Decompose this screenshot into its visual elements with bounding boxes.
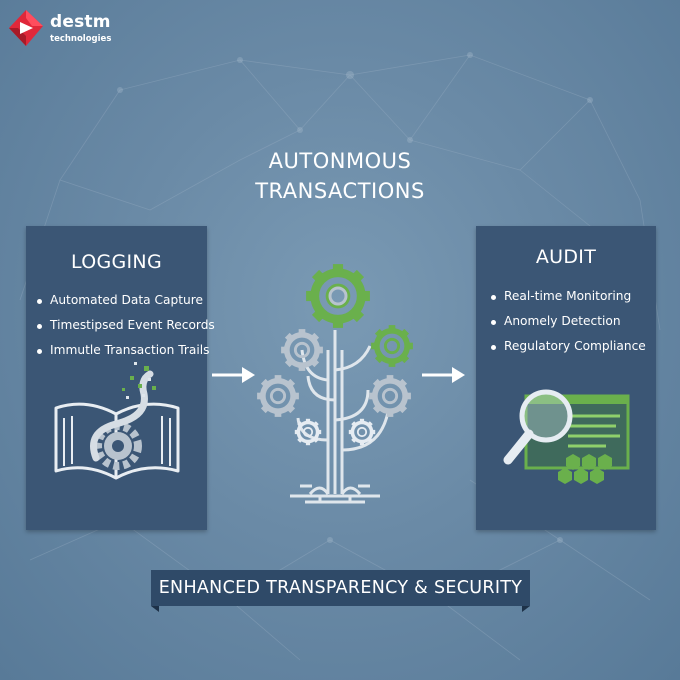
logging-title: LOGGING <box>71 251 162 273</box>
banner-text: ENHANCED TRANSPARENCY & SECURITY <box>158 578 523 598</box>
arrow-right-icon <box>212 367 255 383</box>
page-title: AUTONMOUS TRANSACTIONS <box>200 146 480 206</box>
list-item: Real-time Monitoring <box>490 284 646 309</box>
arrow-right-icon <box>422 367 465 383</box>
title-line-2: TRANSACTIONS <box>255 179 425 203</box>
logging-list: Automated Data Capture Timestipsed Event… <box>36 288 215 363</box>
audit-panel: AUDIT Real-time Monitoring Anomely Detec… <box>476 226 656 530</box>
destm-logo-icon <box>9 10 43 46</box>
magnifier-document-icon <box>503 389 630 484</box>
brand-logo[interactable]: destm technologies <box>6 6 116 52</box>
audit-title: AUDIT <box>535 246 597 268</box>
audit-list: Real-time Monitoring Anomely Detection R… <box>490 284 646 359</box>
list-item: Timestipsed Event Records <box>36 313 215 338</box>
list-item: Automated Data Capture <box>36 288 215 313</box>
brand-subtitle: technologies <box>50 34 112 44</box>
banner-ribbon <box>151 570 530 612</box>
book-gear-icon <box>54 362 180 480</box>
title-line-1: AUTONMOUS <box>268 149 412 173</box>
list-item: Anomely Detection <box>490 309 646 334</box>
list-item: Regulatory Compliance <box>490 334 646 359</box>
gear-tree-icon <box>250 250 420 504</box>
brand-name: destm <box>50 12 111 32</box>
logging-panel: LOGGING Automated Data Capture Timestips… <box>26 226 215 530</box>
list-item: Immutle Transaction Trails <box>36 338 215 363</box>
